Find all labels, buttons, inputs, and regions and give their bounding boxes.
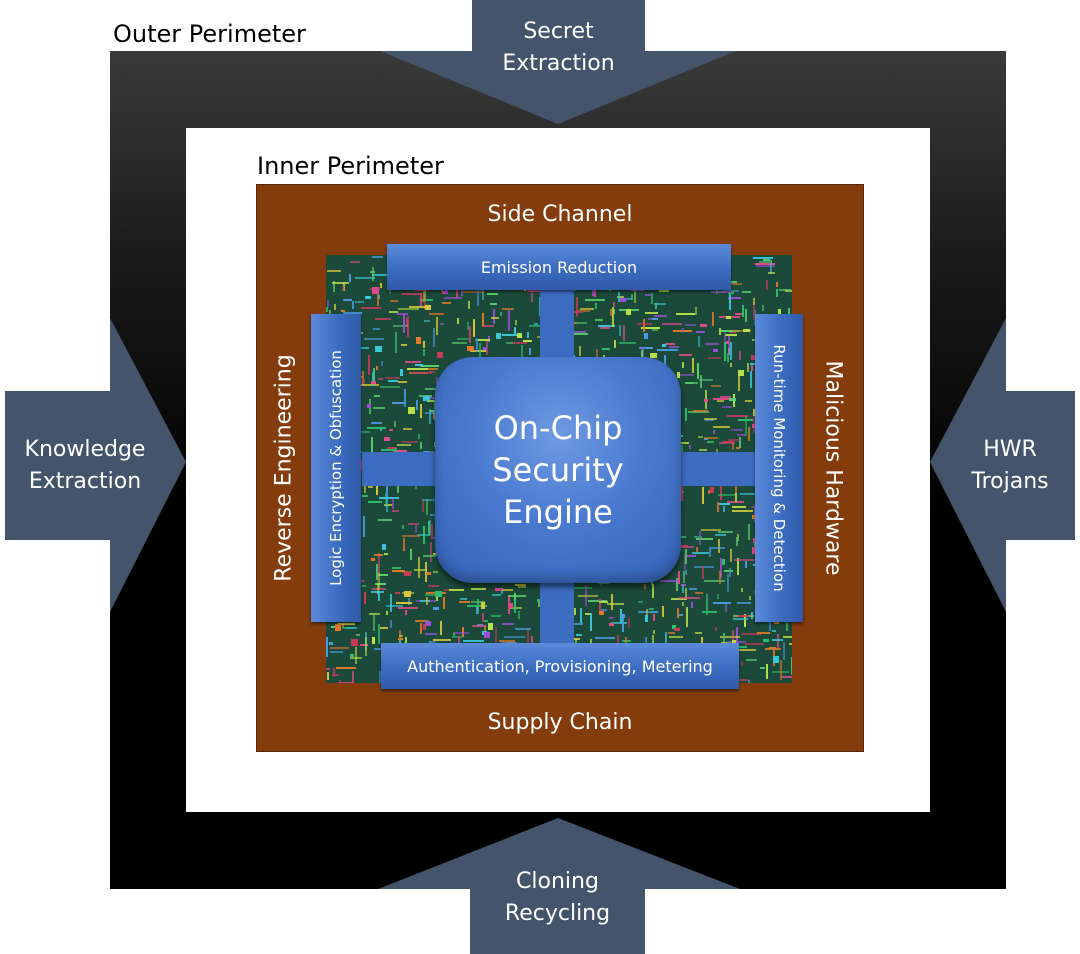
outer-perimeter-label: Outer Perimeter: [113, 20, 306, 48]
connector-left: [362, 452, 440, 486]
attack-supply-chain: Supply Chain: [487, 710, 633, 735]
engine-label: On-Chip Security Engine: [492, 409, 624, 531]
threat-hwr-trojans: HWR Trojans: [971, 437, 1049, 494]
countermeasure-authentication: Authentication, Provisioning, Metering: [381, 643, 739, 689]
threat-knowledge-extraction: Knowledge Extraction: [24, 437, 146, 494]
arrow-bottom: [378, 818, 740, 954]
countermeasure-emission-reduction: Emission Reduction: [387, 244, 731, 290]
threat-secret-extraction: Secret Extraction: [502, 19, 615, 76]
arrow-top: [380, 0, 736, 124]
connector-top: [540, 288, 574, 360]
countermeasure-runtime-monitoring: Run-time Monitoring & Detection: [755, 314, 803, 622]
inner-perimeter-label: Inner Perimeter: [257, 152, 444, 180]
arrow-left: [5, 318, 186, 612]
countermeasure-logic-encryption: Logic Encryption & Obfuscation: [311, 314, 361, 622]
connector-bottom: [540, 580, 574, 644]
threat-cloning-recycling: Cloning Recycling: [504, 869, 611, 926]
attack-side-channel: Side Channel: [487, 202, 633, 227]
arrow-right: [930, 318, 1075, 612]
on-chip-security-engine: On-Chip Security Engine: [435, 357, 681, 583]
connector-right: [678, 452, 758, 486]
